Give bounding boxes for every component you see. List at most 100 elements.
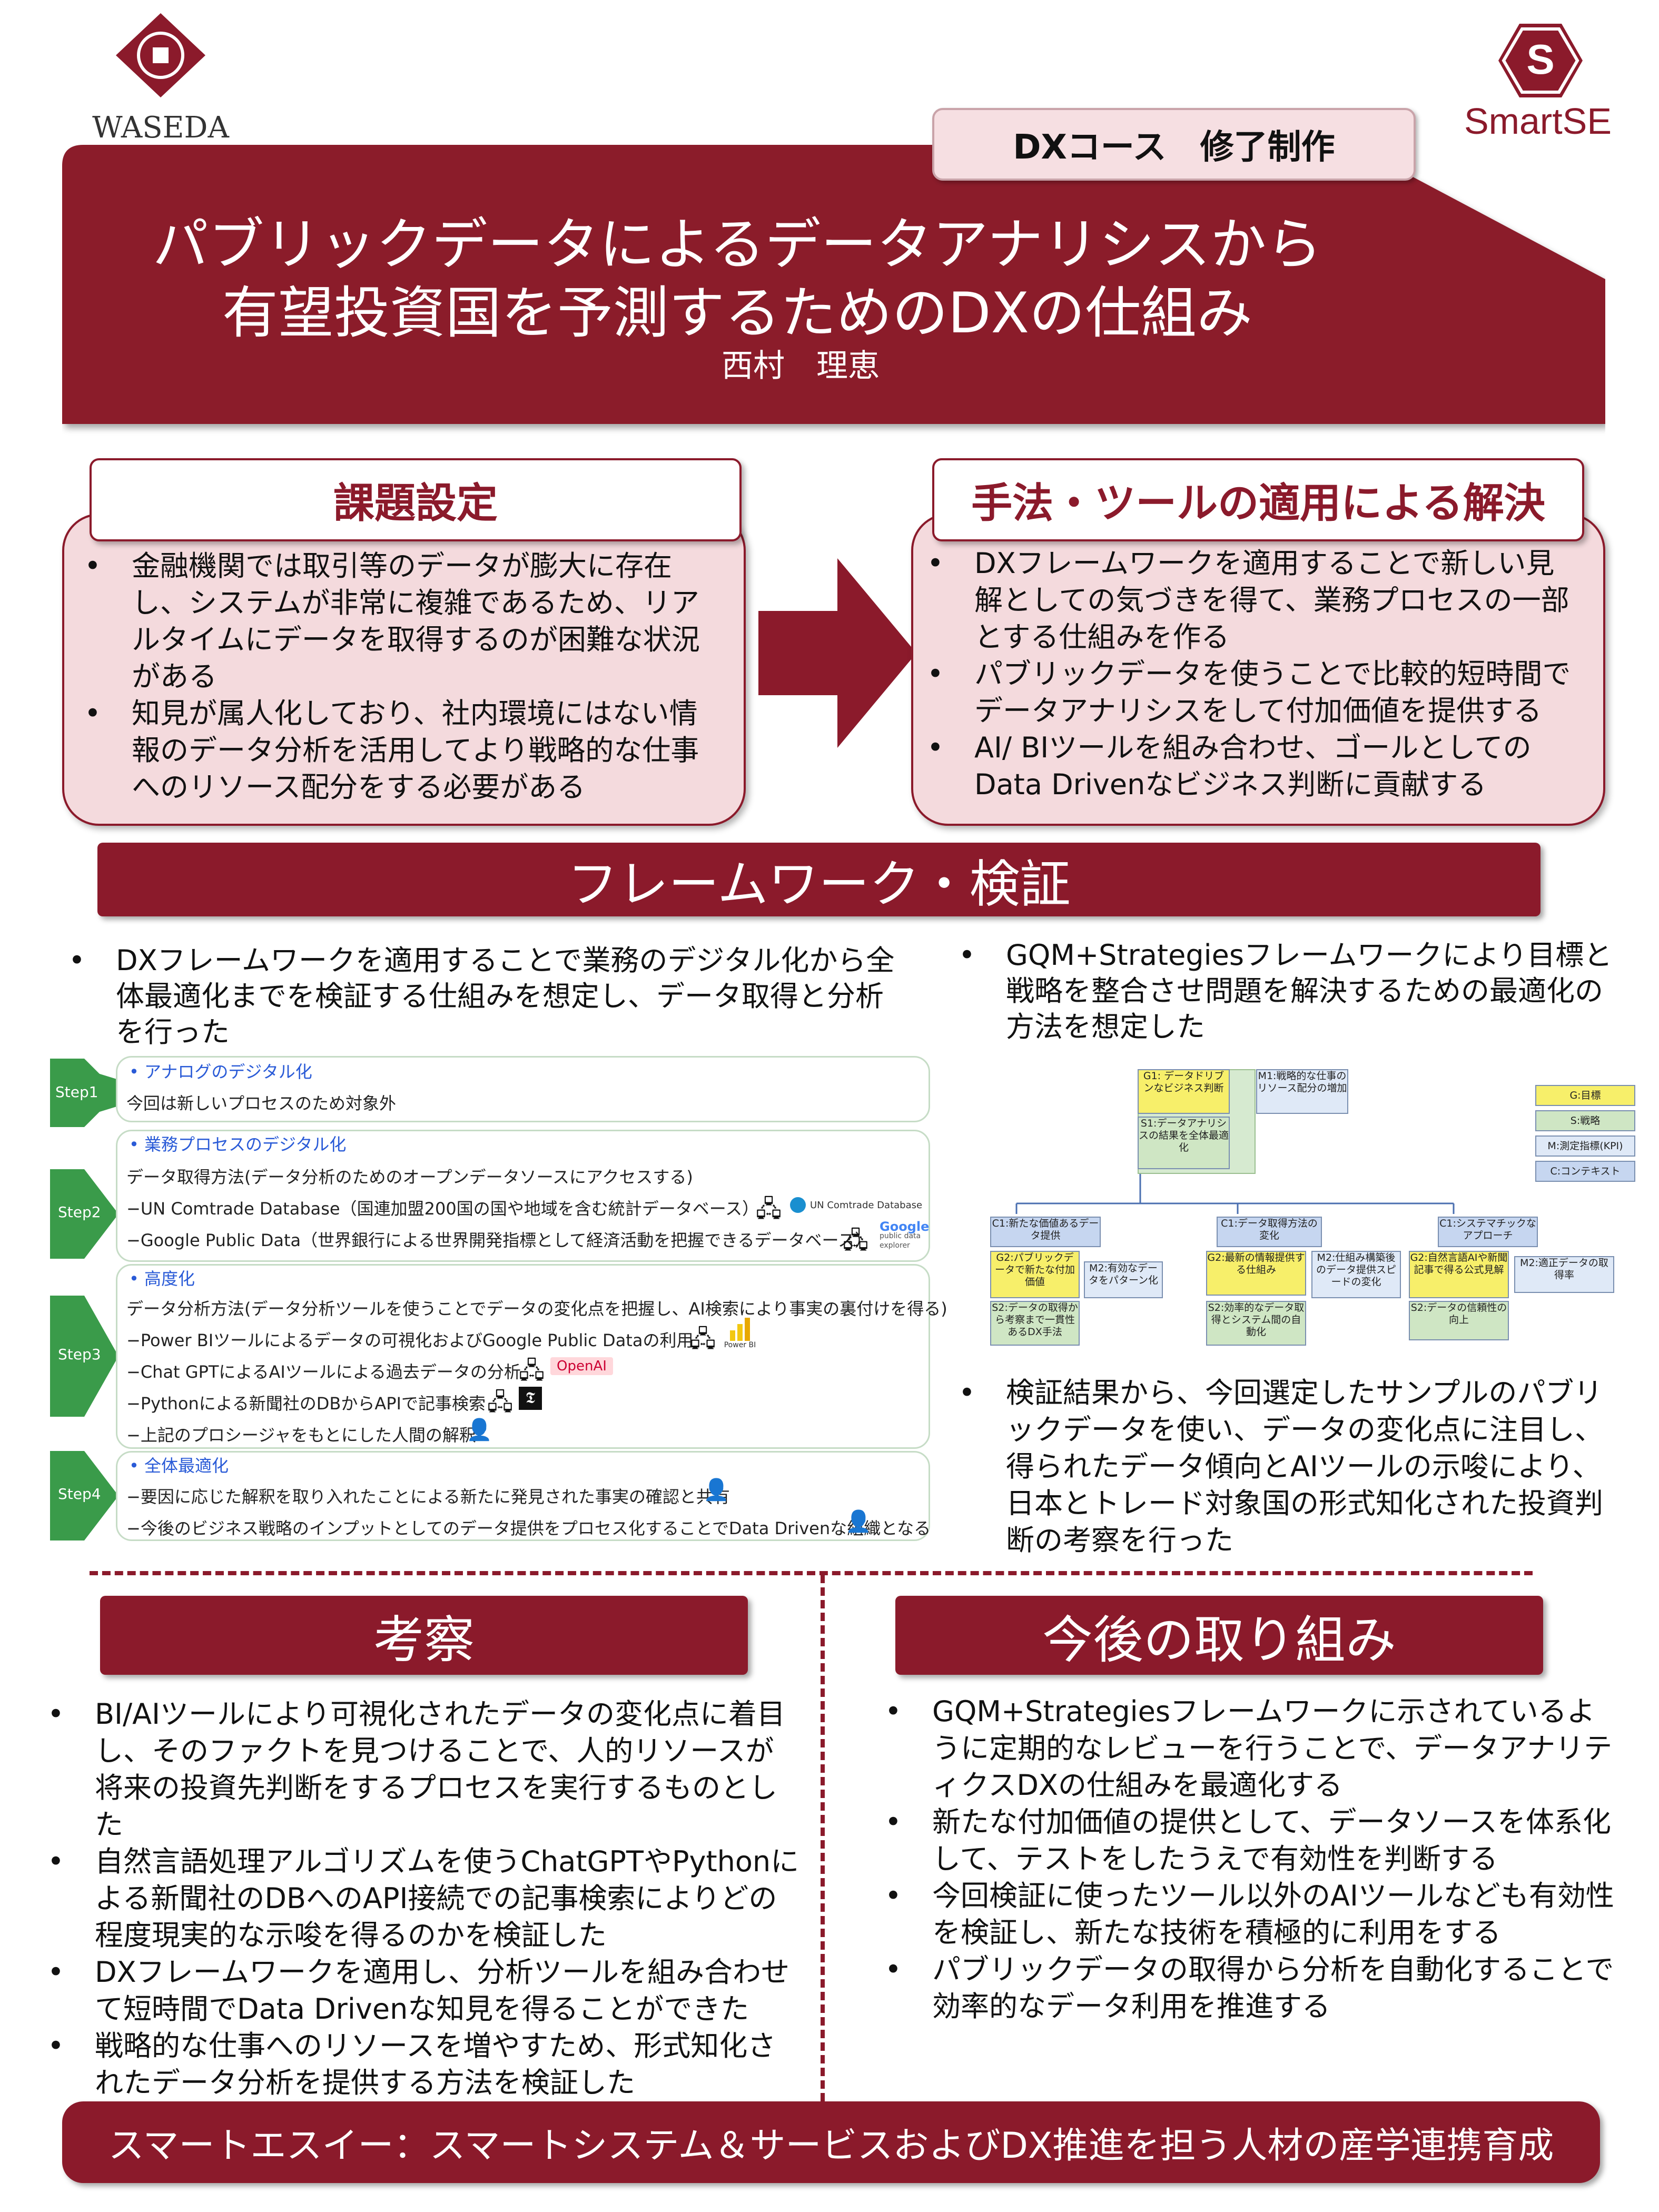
gqm-s2a: S2:データの取得から考察まで一貫性あるDX手法	[990, 1301, 1080, 1346]
step4-chevron	[50, 1451, 118, 1540]
step4-box	[116, 1451, 930, 1541]
google-public-data-logo: Google public data explorer	[880, 1219, 930, 1250]
discussion-bullet: BI/AIツールにより可視化されたデータの変化点に着目し、そのファクトを見つける…	[32, 1696, 801, 1843]
openai-text: OpenAI	[557, 1358, 607, 1374]
un-globe-icon	[790, 1197, 806, 1213]
gqm-g2b: G2:最新の情報提供する仕組み	[1206, 1251, 1306, 1296]
person-chat-icon: 👤	[845, 1509, 872, 1534]
course-tag-text: DXコース 修了制作	[1013, 128, 1335, 167]
framework-right-bullet: GQM+Strategiesフレームワークにより目標と戦略を整合させ問題を解決す…	[943, 937, 1627, 1045]
step1-line: 今回は新しいプロセスのため対象外	[126, 1093, 397, 1113]
step3-box	[116, 1264, 930, 1449]
future-bullet: 今回検証に使ったツール以外のAIツールなども有効性を検証し、新たな技術を積極的に…	[869, 1878, 1617, 1951]
title-line-1: パブリックデータによるデータアナリシスから	[152, 212, 1322, 277]
future-bullet: 新たな付加価値の提供として、データソースを体系化して、テストをしたうえで有効性を…	[869, 1804, 1617, 1878]
future-bullets: GQM+Strategiesフレームワークに示されているように定期的なレビューを…	[869, 1693, 1617, 2025]
title-banner-shape	[62, 145, 1605, 424]
gqm-g1: G1: データドリブンなビジネス判断	[1138, 1069, 1230, 1114]
course-tag: DXコース 修了制作	[932, 108, 1416, 181]
framework-right-text: GQM+Strategiesフレームワークにより目標と戦略を整合させ問題を解決す…	[943, 937, 1627, 1045]
step2-line: −Google Public Data（世界銀行による世界開発指標として経済活動…	[126, 1230, 872, 1250]
step4-label: Step4	[58, 1485, 101, 1503]
step3-title: • 高度化	[129, 1269, 195, 1289]
poster-title: パブリックデータによるデータアナリシスから 有望投資国を予測するためのDXの仕組…	[105, 211, 1527, 384]
google-text: Google	[880, 1219, 930, 1234]
solution-bullet: パブリックデータを使うことで比較的短時間でデータアナリシスをして付加価値を提供す…	[911, 656, 1575, 729]
dx-steps: Step1 • アナログのデジタル化 今回は新しいプロセスのため対象外 Step…	[50, 1056, 947, 1541]
newspaper-logo-icon: 𝕿	[519, 1387, 542, 1410]
step3-line: −Power BIツールによるデータの可視化およびGoogle Public D…	[126, 1330, 694, 1350]
future-heading: 今後の取り組み	[895, 1596, 1543, 1675]
gqm-g2c: G2:自然言語AIや新聞記事で得る公式見解	[1409, 1251, 1509, 1298]
gqm-m1: M1:戦略的な仕事のリソース配分の増加	[1256, 1069, 1348, 1114]
powerbi-logo: Power BI	[722, 1317, 758, 1349]
smartse-emblem-icon: S	[1498, 24, 1583, 97]
step1-title: • アナログのデジタル化	[129, 1062, 312, 1082]
gqm-m2a: M2:有効なデータをパターン化	[1084, 1261, 1163, 1298]
title-line-2: 有望投資国を予測するためのDXの仕組み	[222, 281, 1253, 345]
gqm-legend-c: C:コンテキスト	[1535, 1161, 1635, 1182]
gqm-m2c: M2:適正データの取得率	[1514, 1256, 1614, 1293]
monitor-icon: 🖧	[487, 1389, 514, 1416]
step3-line: −上記のプロシージャをもとにした人間の解釈	[126, 1425, 476, 1445]
monitor-icon: 🖧	[690, 1326, 716, 1352]
framework-result-text: 検証結果から、今回選定したサンプルのパブリックデータを使い、データの変化点に注目…	[943, 1375, 1627, 1559]
person-chat-icon: 👤	[703, 1478, 729, 1502]
framework-heading: フレームワーク・検証	[97, 843, 1540, 916]
step3-line: −Chat GPTによるAIツールによる過去データの分析	[126, 1362, 521, 1382]
smartse-logo: S SmartSE	[1433, 21, 1643, 147]
waseda-seal-icon	[116, 13, 205, 97]
google-sub-text: public data explorer	[880, 1232, 921, 1250]
author-name: 西村 理恵	[722, 348, 880, 384]
solution-bullet: AI/ BIツールを組み合わせ、ゴールとしてのData Drivenなビジネス判…	[911, 729, 1575, 803]
discussion-bullet: 自然言語処理アルゴリズムを使うChatGPTやPythonによる新聞社のDBへの…	[32, 1843, 801, 1954]
discussion-bullet: DXフレームワークを適用し、分析ツールを組み合わせて短時間でData Drive…	[32, 1954, 801, 2028]
step2-line: データ取得方法(データ分析のためのオープンデータソースにアクセスする)	[126, 1167, 693, 1187]
gqm-legend-s: S:戦略	[1535, 1110, 1635, 1131]
gqm-s2b: S2:効率的なデータ取得とシステム間の自動化	[1206, 1301, 1306, 1346]
discussion-bullets: BI/AIツールにより可視化されたデータの変化点に着目し、そのファクトを見つける…	[32, 1696, 801, 2101]
gqm-c1c: C1:システマチックなアプローチ	[1438, 1217, 1538, 1247]
step2-chevron	[50, 1169, 118, 1259]
step4-line: −要因に応じた解釈を取り入れたことによる新たに発見された事実の確認と共有	[126, 1487, 730, 1507]
gqm-connectors	[1015, 1169, 1455, 1214]
issue-heading: 課題設定	[90, 458, 742, 541]
gqm-m2b: M2:仕組み構築後のデータ提供スピードの変化	[1311, 1251, 1401, 1298]
section-divider	[90, 1571, 1533, 1575]
gqm-legend-m: M:測定指標(KPI)	[1535, 1135, 1635, 1157]
step1-box	[116, 1056, 930, 1122]
step2-box	[116, 1130, 930, 1262]
issue-bullet: 金融機関では取引等のデータが膨大に存在し、システムが非常に複雑であるため、リアル…	[68, 548, 716, 695]
gqm-s1: S1:データアナリシスの結果を全体最適化	[1138, 1117, 1230, 1169]
step2-line: −UN Comtrade Database（国連加盟200国の国や地域を含む統計…	[126, 1199, 759, 1219]
gqm-legend-g: G:目標	[1535, 1085, 1635, 1106]
gqm-g2a: G2:パブリックデータで新たな付加価値	[990, 1251, 1080, 1298]
future-bullet: パブリックデータの取得から分析を自動化することで効率的なデータ利用を推進する	[869, 1951, 1617, 2025]
discussion-heading: 考察	[100, 1596, 748, 1675]
gqm-c1a: C1:新たな価値あるデータ提供	[990, 1217, 1101, 1247]
monitor-icon: 🖧	[519, 1357, 545, 1384]
solution-bullet: DXフレームワークを適用することで新しい見解としての気づきを得て、業務プロセスの…	[911, 545, 1575, 656]
issue-bullet: 知見が属人化しており、社内環境にはない情報のデータ分析を活用してより戦略的な仕事…	[68, 695, 716, 806]
un-comtrade-logo: UN Comtrade Database	[790, 1197, 922, 1213]
framework-left-text: DXフレームワークを適用することで業務のデジタル化から全体最適化までを検証する仕…	[53, 943, 895, 1050]
step2-label: Step2	[58, 1203, 101, 1221]
solution-bullets: DXフレームワークを適用することで新しい見解としての気づきを得て、業務プロセスの…	[911, 545, 1575, 803]
discussion-bullet: 戦略的な仕事へのリソースを増やすため、形式知化されたデータ分析を提供する方法を検…	[32, 2028, 801, 2101]
powerbi-text: Power BI	[724, 1341, 756, 1349]
gqm-s2c: S2:データの信頼性の向上	[1409, 1301, 1509, 1340]
step3-label: Step3	[58, 1346, 101, 1363]
framework-left-bullet: DXフレームワークを適用することで業務のデジタル化から全体最適化までを検証する仕…	[53, 943, 895, 1050]
step4-line: −今後のビジネス戦略のインプットとしてのデータ提供をプロセス化することでData…	[126, 1518, 931, 1538]
step2-title: • 業務プロセスのデジタル化	[129, 1134, 347, 1154]
waseda-logo: WASEDA University	[32, 11, 290, 179]
step1-chevron	[50, 1059, 118, 1127]
issue-bullets: 金融機関では取引等のデータが膨大に存在し、システムが非常に複雑であるため、リアル…	[68, 548, 716, 806]
smartse-name: SmartSE	[1464, 101, 1612, 142]
monitor-icon: 🖧	[756, 1196, 782, 1222]
framework-result-bullet: 検証結果から、今回選定したサンプルのパブリックデータを使い、データの変化点に注目…	[943, 1375, 1627, 1559]
monitor-icon: 🖧	[843, 1227, 869, 1254]
step1-label: Step1	[55, 1083, 98, 1101]
gqm-c1b: C1:データ取得方法の変化	[1217, 1217, 1322, 1247]
openai-logo: OpenAI	[550, 1357, 613, 1375]
